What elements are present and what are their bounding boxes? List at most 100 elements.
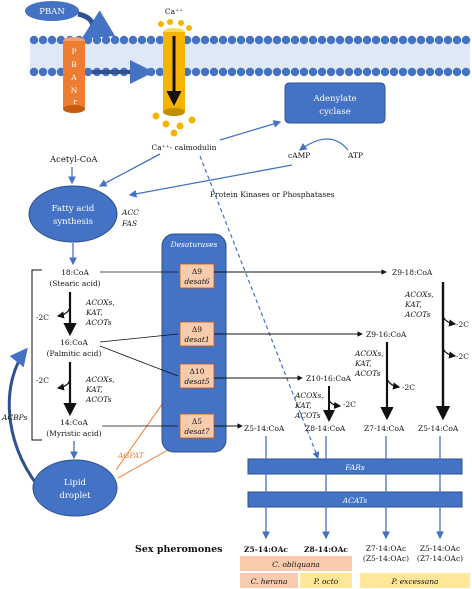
phospholipid-head [380,35,390,45]
phospholipid-head [209,35,219,45]
calmodulin-label: Ca⁺⁺- calmodulin [151,143,216,152]
phospholipid-head [29,35,39,45]
pban-ligand [25,1,79,21]
atp-to-camp-arrow [298,138,349,151]
pban-label: PBAN [39,7,65,17]
z9-18-minus2c-branch-2 [442,345,457,359]
pheromone-z5-14-oac-left: Z5-14:OAc [244,545,288,554]
acbps-label: ACBPs [1,413,28,422]
receptor-letter-a: A [70,73,77,82]
receptor-letter-p: P [71,47,76,56]
z9-16-coa-label: Z9-16:CoA [366,330,407,339]
c16-enzyme-kat: KAT, [85,385,103,394]
pheromone-z7-14-oac-paren: (Z7-14:OAc) [417,554,463,563]
species-p-octo: P. octo [313,577,339,586]
phospholipid-head [416,35,426,45]
phospholipid-head [47,67,57,77]
phospholipid-head [398,35,408,45]
phospholipid-head [218,67,228,77]
phospholipid-head [326,35,336,45]
phospholipid-head [209,67,219,77]
acats-label: ACATs [342,496,368,505]
desaturase-box-desat7 [179,413,215,439]
fas-label-line2: synthesis [53,217,93,227]
z5-14-coa-label-left: Z5-14:CoA [244,424,285,433]
desaturase-gene-desat6: desat6 [184,277,210,286]
desaturases-title: Desaturases [170,240,218,249]
z9-18-minus2c-label-1: -2C [456,320,469,329]
phospholipid-head [353,67,363,77]
phospholipid-head [290,35,300,45]
c18-minus2c-branch [56,304,71,319]
agpat-label: AGPAT [117,451,145,460]
phospholipid-head [128,35,138,45]
phospholipid-head [407,35,417,45]
phospholipid-head [443,35,453,45]
z9-18-enzyme-kat: KAT, [404,300,422,309]
phospholipid-head [407,67,417,77]
phospholipid-head [317,67,327,77]
pban-receptor: P B A N r [63,37,85,113]
phospholipid-head [461,35,471,45]
species-c-herana: C. herana [251,577,288,586]
fas-label-line1: Fatty acid [52,204,95,214]
calcium-ion [188,116,196,124]
phospholipid-head [227,35,237,45]
phospholipid-head [452,67,462,77]
z7-14-coa-label: Z7-14:CoA [364,424,405,433]
z10-16-minus2c-label: -2C [343,400,356,409]
receptor-letter-r: r [73,97,77,106]
species-c-obliquana: C. obliquana [272,560,320,569]
fas-enzyme-label: FAS [121,219,137,228]
calmodulin-to-fars-dashed-arrow [199,155,320,460]
calcium-ion [162,120,170,128]
c16-to-desat1-line [99,333,179,343]
pheromone-z5-14-oac-right: Z5-14:OAc [420,544,460,553]
desaturase-delta-desat5: Δ10 [190,367,205,376]
pheromone-z8-14-oac: Z8-14:OAc [304,545,348,554]
phospholipid-head [434,35,444,45]
desaturase-gene-desat5: desat5 [184,377,210,386]
calcium-ion [176,122,184,130]
z9-18-enzyme-acoxs: ACOXs, [404,290,434,299]
phospholipid-head [236,67,246,77]
species-box-c-herana [240,573,298,588]
phospholipid-head [389,67,399,77]
phospholipid-head [371,35,381,45]
z10-16-minus2c-branch [328,397,342,410]
phospholipid-head [389,35,399,45]
acyl-coa-bracket [31,269,42,441]
phospholipid-head [227,67,237,77]
desaturase-delta-desat1: Δ9 [192,325,202,334]
c18-enzyme-kat: KAT, [85,308,103,317]
phospholipid-head [110,35,120,45]
phospholipid-head [416,67,426,77]
z9-18-enzyme-acots: ACOTs [404,310,431,319]
z9-18-minus2c-label-2: -2C [456,352,469,361]
phospholipid-head [254,67,264,77]
camp-to-fas-arrow [128,164,293,198]
phospholipid-head [326,67,336,77]
species-box-p-octo [300,573,352,588]
acc-enzyme-label: ACC [121,208,139,217]
pheromone-z5-14-oac-paren: (Z5-14:OAc) [363,554,409,563]
phospholipid-head [443,67,453,77]
z8-14-coa-label: Z8-14:CoA [305,424,346,433]
desaturase-delta-desat6: Δ9 [192,267,202,276]
phospholipid-head [344,35,354,45]
acbps-curve-arrow [7,347,40,487]
fars-bar [247,458,463,475]
phospholipid-head [83,67,93,77]
calcium-ion [152,112,160,120]
lipid-droplet-label-line2: droplet [59,491,91,501]
calmodulin-to-cyclase-arrow [219,120,282,141]
fars-label: FARs [344,463,365,472]
phospholipid-head [47,35,57,45]
phospholipid-head [119,35,129,45]
c18-enzyme-acoxs: ACOXs, [85,298,115,307]
calcium-ion [186,25,192,31]
phospholipid-head [92,35,102,45]
phospholipid-head [155,67,165,77]
acetyl-coa-label: Acetyl-CoA [49,155,98,165]
